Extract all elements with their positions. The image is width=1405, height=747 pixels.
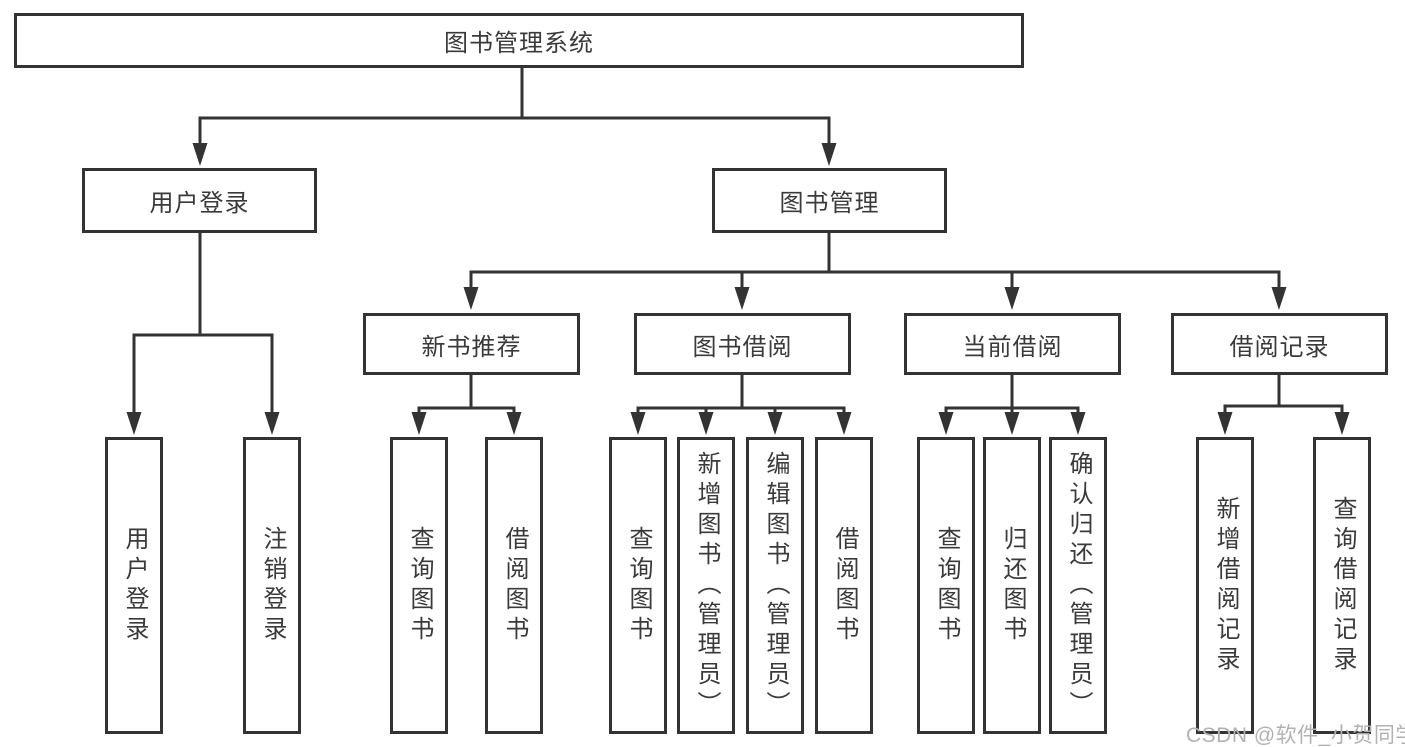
leaf-borrow-books: 借阅图书 (815, 437, 873, 734)
leaf-query-books-recommend-label: 查询图书 (406, 525, 433, 646)
leaf-add-borrow-record: 新增借阅记录 (1196, 437, 1254, 734)
node-library-system: 图书管理系统 (14, 13, 1024, 68)
node-user-login-label: 用户登录 (149, 190, 250, 217)
node-borrowing-records: 借阅记录 (1171, 313, 1388, 375)
leaf-query-books-borrow: 查询图书 (609, 437, 667, 734)
node-new-book-recommendation: 新书推荐 (363, 313, 580, 375)
node-library-system-label: 图书管理系统 (444, 30, 594, 57)
leaf-edit-books-admin: 编辑图书（管理员） (746, 437, 804, 734)
leaf-edit-books-admin-label: 编辑图书（管理员） (762, 450, 789, 721)
leaf-confirm-return-admin: 确认归还（管理员） (1049, 437, 1107, 734)
node-user-login: 用户登录 (82, 168, 317, 233)
leaf-user-login-label: 用户登录 (121, 525, 148, 646)
leaf-query-borrow-record: 查询借阅记录 (1313, 437, 1371, 734)
leaf-query-books-current: 查询图书 (917, 437, 975, 734)
leaf-query-borrow-record-label: 查询借阅记录 (1329, 495, 1356, 676)
node-book-management-label: 图书管理 (779, 190, 880, 217)
leaf-return-books-label: 归还图书 (999, 525, 1026, 646)
leaf-borrow-books-recommend-label: 借阅图书 (501, 525, 528, 646)
node-book-management: 图书管理 (712, 168, 947, 233)
leaf-query-books-borrow-label: 查询图书 (625, 525, 652, 646)
watermark: CSDN @软件_小贺同学 (1186, 724, 1405, 747)
leaf-borrow-books-recommend: 借阅图书 (485, 437, 543, 734)
leaf-return-books: 归还图书 (983, 437, 1041, 734)
leaf-confirm-return-admin-label: 确认归还（管理员） (1065, 450, 1092, 721)
leaf-add-books-admin-label: 新增图书（管理员） (693, 450, 720, 721)
leaf-add-borrow-record-label: 新增借阅记录 (1212, 495, 1239, 676)
node-new-book-recommendation-label: 新书推荐 (421, 333, 522, 361)
leaf-logout-login: 注销登录 (243, 437, 301, 734)
leaf-query-books-recommend: 查询图书 (390, 437, 448, 734)
node-borrowing-records-label: 借阅记录 (1229, 333, 1330, 361)
leaf-user-login: 用户登录 (105, 437, 163, 734)
node-current-borrowing: 当前借阅 (904, 313, 1121, 375)
node-current-borrowing-label: 当前借阅 (962, 333, 1063, 361)
leaf-add-books-admin: 新增图书（管理员） (677, 437, 735, 734)
node-book-borrowing: 图书借阅 (634, 313, 851, 375)
leaf-borrow-books-label: 借阅图书 (831, 525, 858, 646)
leaf-query-books-current-label: 查询图书 (933, 525, 960, 646)
leaf-logout-login-label: 注销登录 (259, 525, 286, 646)
node-book-borrowing-label: 图书借阅 (692, 333, 793, 361)
